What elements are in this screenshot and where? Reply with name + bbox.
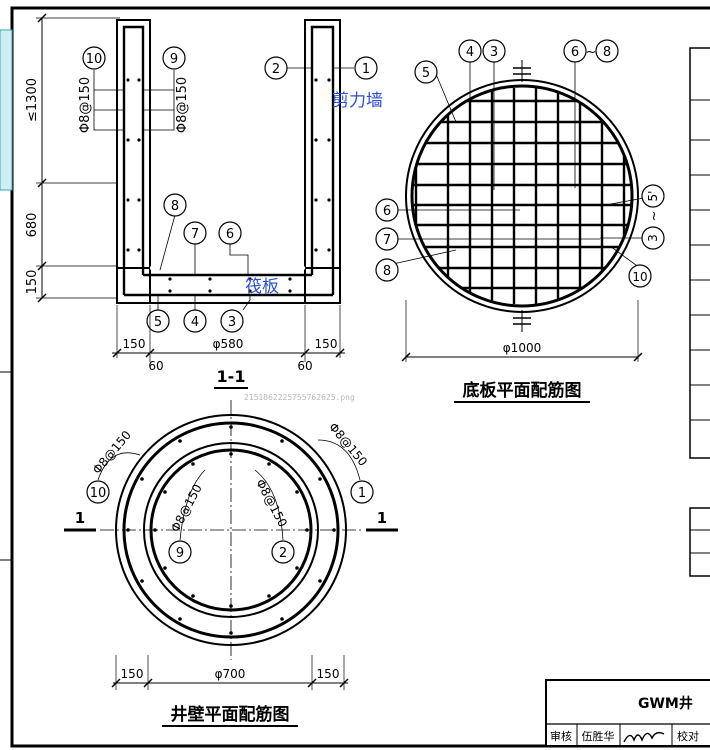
wall-spec-outer-right: Φ8@150	[326, 420, 370, 469]
annotation-shear-wall: 剪力墙	[332, 91, 383, 111]
left-wall	[116, 19, 151, 304]
wall-plan-title: 井壁平面配筋图	[171, 704, 290, 725]
base-plan: 5 4 3 6 ~ 8 5' ~ 3 10 6 7 8	[375, 39, 665, 403]
base-mark-7	[375, 227, 399, 251]
svg-text:8: 8	[603, 45, 611, 60]
dim-60-left: 60	[148, 359, 163, 373]
base-dim-1000: φ1000	[503, 341, 541, 355]
svg-text:9: 9	[170, 52, 178, 67]
titleblock-check: 校对	[677, 729, 699, 743]
section-mark-right: 1	[377, 509, 387, 527]
wall-dim-150-right: 150	[317, 667, 340, 681]
dim-60-right: 60	[297, 359, 312, 373]
base-mark-8	[375, 258, 399, 282]
mark-3	[220, 309, 244, 333]
sheet-frame	[10, 6, 710, 748]
wall-dim-700: φ700	[215, 667, 246, 681]
svg-text:1: 1	[358, 486, 366, 501]
right-table	[689, 47, 710, 577]
titleblock-review: 审核	[550, 729, 572, 743]
bar-spec-right: Φ8@150	[175, 77, 190, 133]
base-plan-title: 底板平面配筋图	[463, 380, 582, 401]
dim-580: φ580	[213, 337, 244, 351]
filename-watermark: 2151862225755762625.png	[244, 393, 355, 402]
dim-150-v: 150	[25, 270, 40, 295]
base-mark-8-top	[595, 39, 619, 63]
svg-text:3: 3	[228, 315, 236, 330]
svg-text:8: 8	[383, 264, 391, 279]
svg-text:4: 4	[466, 45, 474, 60]
base-mark-5prime	[641, 184, 665, 208]
svg-text:3: 3	[490, 45, 498, 60]
svg-text:6: 6	[383, 204, 391, 219]
svg-text:10: 10	[90, 486, 107, 501]
svg-text:2: 2	[279, 546, 287, 561]
svg-text:7: 7	[383, 233, 391, 248]
svg-text:5': 5'	[646, 191, 660, 202]
wall-mark-10	[86, 480, 110, 504]
section-1-1: ≤1300 680 150 10 9 Φ8@	[25, 13, 383, 389]
titleblock-reviewer: 伍胜华	[582, 729, 615, 743]
mark-2	[264, 56, 288, 80]
mark-4	[183, 309, 207, 333]
svg-text:10: 10	[86, 52, 103, 67]
wall-mark-9	[168, 540, 192, 564]
dim-150-right: 150	[315, 337, 338, 351]
mark-10	[82, 46, 106, 70]
wall-spec-inner-right: Φ8@150	[253, 477, 290, 529]
title-block: GWM井 审核 伍胜华 校对	[545, 679, 710, 747]
base-mark-6-left	[375, 198, 399, 222]
base-mark-5	[414, 60, 438, 84]
svg-text:7: 7	[191, 227, 199, 242]
wall-dim-150-left: 150	[121, 667, 144, 681]
svg-text:2: 2	[272, 62, 280, 77]
svg-text:5: 5	[154, 315, 162, 330]
svg-text:~: ~	[647, 211, 662, 222]
dim-1300: ≤1300	[25, 78, 40, 122]
mark-5	[146, 309, 170, 333]
right-wall	[304, 19, 341, 304]
base-mark-3-right	[641, 226, 665, 250]
titleblock-title: GWM井	[638, 695, 693, 712]
left-wall-rebar	[122, 25, 145, 295]
signature-mark	[623, 731, 665, 743]
base-range-sep: ~	[586, 45, 597, 60]
section-title: 1-1	[217, 367, 246, 386]
dim-680: 680	[25, 213, 40, 238]
svg-text:1: 1	[362, 62, 370, 77]
base-mark-4	[458, 39, 482, 63]
svg-text:9: 9	[176, 546, 184, 561]
mark-9	[162, 46, 186, 70]
section-mark-left: 1	[75, 509, 85, 527]
base-mark-10	[628, 264, 652, 288]
svg-text:8: 8	[171, 199, 179, 214]
wall-mark-2	[271, 540, 295, 564]
wall-plan: 1 1 10 1 Φ8@150 Φ8@150 9 2 Φ8@150 Φ8@150…	[64, 400, 398, 727]
mark-1	[354, 56, 378, 80]
base-ring-rebar	[410, 84, 634, 308]
base-mark-3	[482, 39, 506, 63]
svg-text:6: 6	[571, 45, 579, 60]
mark-6	[218, 221, 242, 245]
annotation-raft-slab: 筏板	[245, 277, 279, 297]
svg-text:3: 3	[646, 234, 660, 242]
mark-7	[183, 221, 207, 245]
base-mark-6	[563, 39, 587, 63]
svg-text:4: 4	[191, 315, 199, 330]
svg-text:10: 10	[632, 270, 647, 284]
left-tab-strip	[0, 29, 13, 191]
svg-text:5: 5	[422, 66, 430, 81]
mark-8	[163, 193, 187, 217]
dim-150-left: 150	[123, 337, 146, 351]
wall-spec-inner-left: Φ8@150	[168, 482, 205, 534]
right-wall-rebar	[310, 25, 335, 295]
wall-mark-1	[350, 480, 374, 504]
bar-spec-left: Φ8@150	[78, 77, 93, 133]
svg-text:6: 6	[226, 227, 234, 242]
